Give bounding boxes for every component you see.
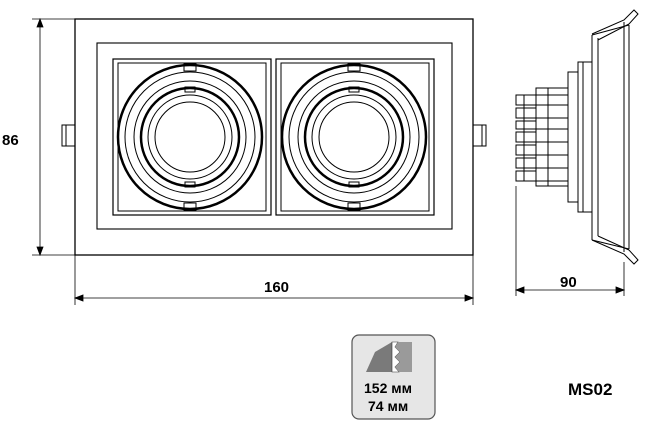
side-housing	[535, 61, 593, 213]
depth-dimension	[514, 186, 626, 296]
model-label: MS02	[568, 380, 613, 399]
top-spring-clip	[591, 9, 639, 41]
side-trim	[591, 22, 630, 252]
right-mounting-tab	[472, 124, 487, 147]
cutout-width-label: 152 мм	[364, 380, 412, 396]
width-dimension	[73, 255, 475, 305]
cutout-saw-icon	[366, 341, 412, 373]
outer-frame	[74, 18, 474, 256]
cutout-height-label: 74 мм	[368, 398, 408, 414]
front-view	[61, 18, 487, 256]
left-lamp-module	[112, 58, 272, 216]
right-lamp-module	[275, 58, 435, 216]
heat-sink-fins	[515, 88, 568, 186]
cutout-panel: 152 мм 74 мм	[351, 334, 436, 420]
depth-label: 90	[560, 274, 577, 291]
inner-trim	[96, 42, 453, 230]
width-label: 160	[264, 279, 289, 296]
height-label: 86	[2, 132, 19, 149]
left-mounting-tab	[61, 124, 76, 147]
side-view	[515, 9, 639, 265]
height-dimension	[32, 17, 75, 257]
bottom-spring-clip	[591, 235, 639, 265]
